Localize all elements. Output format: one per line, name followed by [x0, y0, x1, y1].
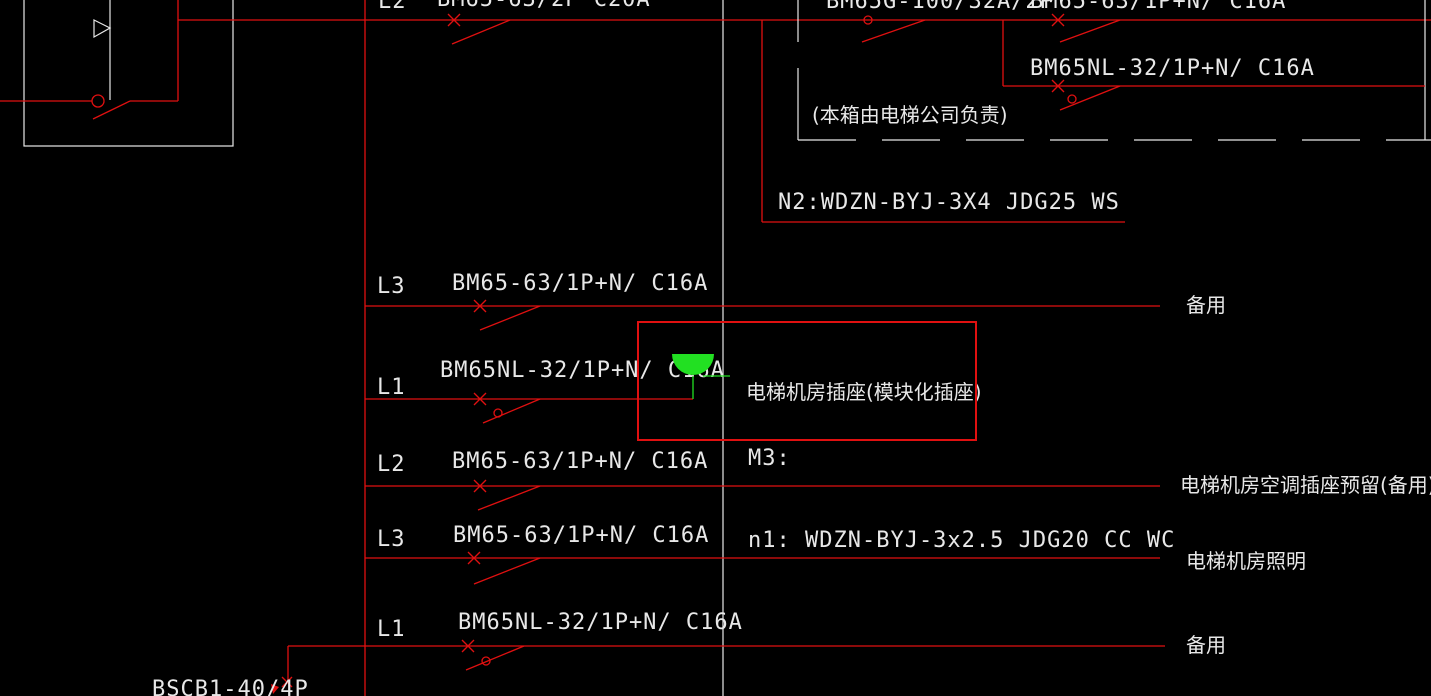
socket-marker-icon [672, 354, 714, 375]
elevator-note: (本箱由电梯公司负责) [812, 103, 1008, 127]
breaker-label-top-mid: BM65G-100/32A/2P [826, 0, 1054, 14]
phase-label: L3 [377, 527, 406, 552]
phase-label: L3 [377, 274, 406, 299]
breaker-label: BM65-63/1P+N/ C16A [453, 523, 709, 548]
highlight-box [637, 321, 977, 441]
circuit-description: 备用 [1186, 633, 1226, 657]
circuit-number: M3: [748, 446, 791, 471]
breaker-label: BM65-63/1P+N/ C16A [452, 449, 708, 474]
cable-label: n1: WDZN-BYJ-3x2.5 JDG20 CC WC [748, 528, 1175, 553]
breaker-label: BM65NL-32/1P+N/ C16A [458, 610, 743, 635]
circuit-description: 电梯机房照明 [1186, 549, 1306, 573]
phase-label: L1 [377, 617, 406, 642]
circuit-description: 备用 [1186, 293, 1226, 317]
phase-label-top: L2 [378, 0, 407, 14]
bottom-left-breaker-label: BSCB1-40/4P [152, 677, 309, 696]
elevator-breaker-label: BM65NL-32/1P+N/ C16A [1030, 56, 1315, 81]
elevator-cable-label: N2:WDZN-BYJ-3X4 JDG25 WS [778, 190, 1120, 215]
circuit-description: 电梯机房插座(模块化插座) [746, 380, 982, 404]
phase-label: L1 [377, 375, 406, 400]
breaker-label: BM65-63/1P+N/ C16A [452, 271, 708, 296]
breaker-contact-icon [91, 94, 105, 108]
triangle-icon [93, 19, 112, 39]
breaker-label-top-left: BM65-63/2P C20A [437, 0, 651, 12]
switch-blade [451, 19, 511, 45]
breaker-label-top-right: BM65-63/1P+N/ C16A [1030, 0, 1286, 14]
circuit-description: 电梯机房空调插座预留(备用) [1180, 473, 1431, 497]
switch-blade [92, 100, 131, 120]
equipment-box [23, 0, 234, 147]
phase-label: L2 [377, 452, 406, 477]
